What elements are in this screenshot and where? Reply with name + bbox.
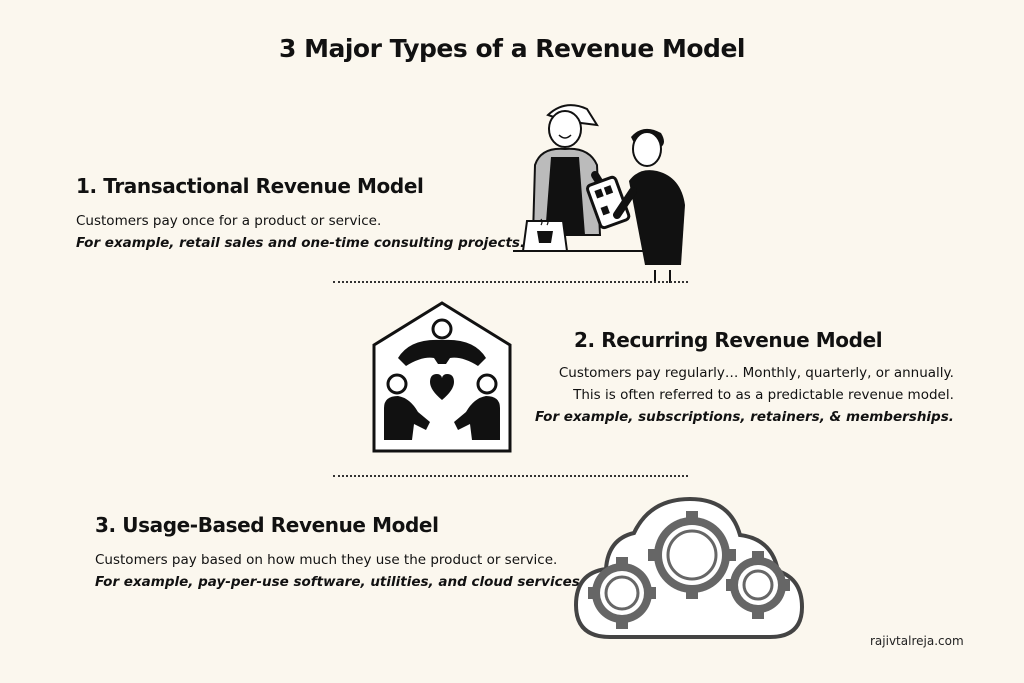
section-3-example: For example, pay-per-use software, utili… xyxy=(95,574,585,590)
section-3-heading: 3. Usage-Based Revenue Model xyxy=(95,513,439,537)
section-1-line: Customers pay once for a product or serv… xyxy=(76,213,382,229)
section-2-example: For example, subscriptions, retainers, &… xyxy=(535,409,954,425)
gear-icon xyxy=(730,557,786,613)
section-1-description: Customers pay once for a product or serv… xyxy=(76,210,525,254)
section-1-heading: 1. Transactional Revenue Model xyxy=(76,174,424,198)
page-title: 3 Major Types of a Revenue Model xyxy=(279,34,745,63)
section-2-heading: 2. Recurring Revenue Model xyxy=(574,328,883,352)
section-2-line: This is often referred to as a predictab… xyxy=(573,387,954,403)
gear-icon xyxy=(654,517,730,593)
section-3-line: Customers pay based on how much they use… xyxy=(95,552,558,568)
cashier-customer-icon xyxy=(513,104,685,283)
divider xyxy=(333,475,688,477)
section-1-example: For example, retail sales and one-time c… xyxy=(76,235,526,251)
gear-icon xyxy=(592,563,652,623)
section-2-line: Customers pay regularly… Monthly, quarte… xyxy=(558,365,954,381)
section-2-description: Customers pay regularly… Monthly, quarte… xyxy=(535,362,954,428)
section-3-description: Customers pay based on how much they use… xyxy=(95,549,585,593)
cloud-gears-icon xyxy=(573,496,805,639)
divider xyxy=(333,281,688,283)
community-house-icon xyxy=(372,301,512,453)
credit-text: rajivtalreja.com xyxy=(870,634,964,648)
